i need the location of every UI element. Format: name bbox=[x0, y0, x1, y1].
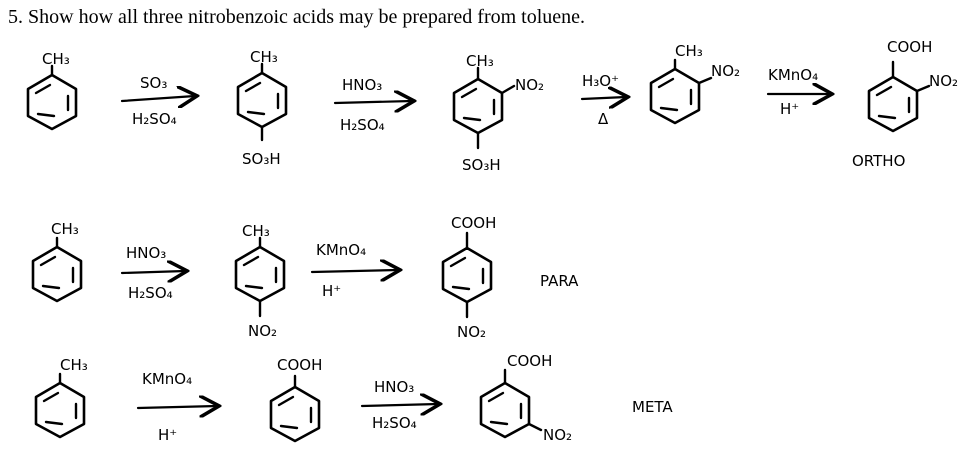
benzene-ring bbox=[31, 245, 83, 303]
substituent-label: COOH bbox=[277, 356, 322, 374]
isomer-label-ortho: ORTHO bbox=[852, 152, 905, 170]
reaction-arrow: HNO₃ H₂SO₄ bbox=[120, 244, 185, 302]
reagent-top: H₃O⁺ bbox=[582, 72, 619, 90]
toluenesulfonic-acid: CH₃ SO₃H bbox=[236, 48, 288, 168]
substituent-label: NO₂ bbox=[543, 426, 572, 444]
substituent-label: COOH bbox=[507, 352, 552, 370]
benzene-ring bbox=[34, 381, 86, 439]
reagent-top: HNO₃ bbox=[374, 378, 414, 396]
question-title: 5. Show how all three nitrobenzoic acids… bbox=[8, 6, 586, 28]
isomer-label-meta: META bbox=[632, 398, 673, 416]
reagent-bottom: H⁺ bbox=[158, 426, 177, 444]
reagent-bottom: H₂SO₄ bbox=[132, 110, 177, 128]
benzoic-acid: COOH bbox=[269, 356, 322, 443]
reagent-bottom: H₂SO₄ bbox=[372, 414, 417, 432]
substituent-label: CH₃ bbox=[242, 222, 270, 240]
benzene-ring bbox=[649, 67, 701, 125]
benzene-ring bbox=[452, 77, 504, 135]
reagent-bottom: Δ bbox=[598, 110, 609, 128]
toluene: CH₃ bbox=[31, 220, 83, 303]
substituent-label: CH₃ bbox=[51, 220, 79, 238]
reagent-bottom: H⁺ bbox=[322, 282, 341, 300]
reaction-arrow: HNO₃ H₂SO₄ bbox=[333, 76, 412, 134]
reaction-arrow: SO₃ H₂SO₄ bbox=[120, 74, 195, 128]
benzene-ring bbox=[26, 73, 78, 131]
reagent-top: HNO₃ bbox=[342, 76, 382, 94]
benzene-ring bbox=[236, 71, 288, 129]
substituent-label: COOH bbox=[887, 38, 932, 56]
benzene-ring bbox=[269, 385, 321, 443]
toluene: CH₃ bbox=[34, 356, 88, 439]
reagent-bottom: H⁺ bbox=[780, 100, 799, 118]
4-nitrobenzoic-acid: COOH NO₂ bbox=[441, 214, 496, 341]
benzene-ring bbox=[867, 75, 919, 133]
substituent-label: NO₂ bbox=[515, 76, 544, 94]
reagent-top: SO₃ bbox=[140, 74, 167, 92]
3-nitrobenzoic-acid: COOH NO₂ bbox=[479, 352, 572, 444]
substituent-label: CH₃ bbox=[675, 42, 703, 60]
para-route: CH₃ HNO₃ H₂SO₄ CH₃ NO₂ KMnO₄ H⁺ COOH NO₂… bbox=[31, 214, 579, 341]
toluene: CH₃ bbox=[26, 50, 78, 131]
4-nitrotoluene: CH₃ NO₂ bbox=[234, 222, 286, 340]
isomer-label-para: PARA bbox=[540, 272, 579, 290]
substituent-label: CH₃ bbox=[466, 52, 494, 70]
reagent-bottom: H₂SO₄ bbox=[340, 116, 385, 134]
substituent-label: CH₃ bbox=[250, 48, 278, 66]
2-nitrotoluene: CH₃ NO₂ bbox=[649, 42, 740, 125]
substituent-label: SO₃H bbox=[462, 156, 501, 174]
reaction-arrow: KMnO₄ H⁺ bbox=[766, 66, 830, 118]
meta-route: CH₃ KMnO₄ H⁺ COOH HNO₃ H₂SO₄ COOH NO₂ ME… bbox=[34, 352, 673, 444]
reaction-arrow: HNO₃ H₂SO₄ bbox=[360, 378, 438, 432]
substituent-label: NO₂ bbox=[711, 62, 740, 80]
benzene-ring bbox=[479, 381, 531, 439]
substituent-label: NO₂ bbox=[248, 322, 277, 340]
nitro-toluenesulfonic-acid: CH₃ NO₂ SO₃H bbox=[452, 52, 544, 174]
substituent-label: CH₃ bbox=[60, 356, 88, 374]
substituent-label: COOH bbox=[451, 214, 496, 232]
2-nitrobenzoic-acid: COOH NO₂ bbox=[867, 38, 958, 133]
reaction-arrow: KMnO₄ H⁺ bbox=[136, 370, 217, 444]
reagent-top: HNO₃ bbox=[126, 244, 166, 262]
substituent-label: NO₂ bbox=[929, 72, 958, 90]
reagent-top: KMnO₄ bbox=[316, 241, 366, 259]
reagent-top: KMnO₄ bbox=[768, 66, 818, 84]
benzene-ring bbox=[234, 245, 286, 303]
substituent-label: NO₂ bbox=[457, 323, 486, 341]
reagent-top: KMnO₄ bbox=[142, 370, 192, 388]
substituent-label: CH₃ bbox=[42, 50, 70, 68]
reaction-arrow: H₃O⁺ Δ bbox=[580, 72, 626, 128]
reaction-arrow: KMnO₄ H⁺ bbox=[310, 241, 398, 300]
reagent-bottom: H₂SO₄ bbox=[128, 284, 173, 302]
benzene-ring bbox=[441, 246, 493, 304]
substituent-label: SO₃H bbox=[242, 150, 281, 168]
ortho-route: CH₃ SO₃ H₂SO₄ CH₃ SO₃H HNO₃ H₂SO₄ CH₃ NO… bbox=[26, 38, 958, 174]
